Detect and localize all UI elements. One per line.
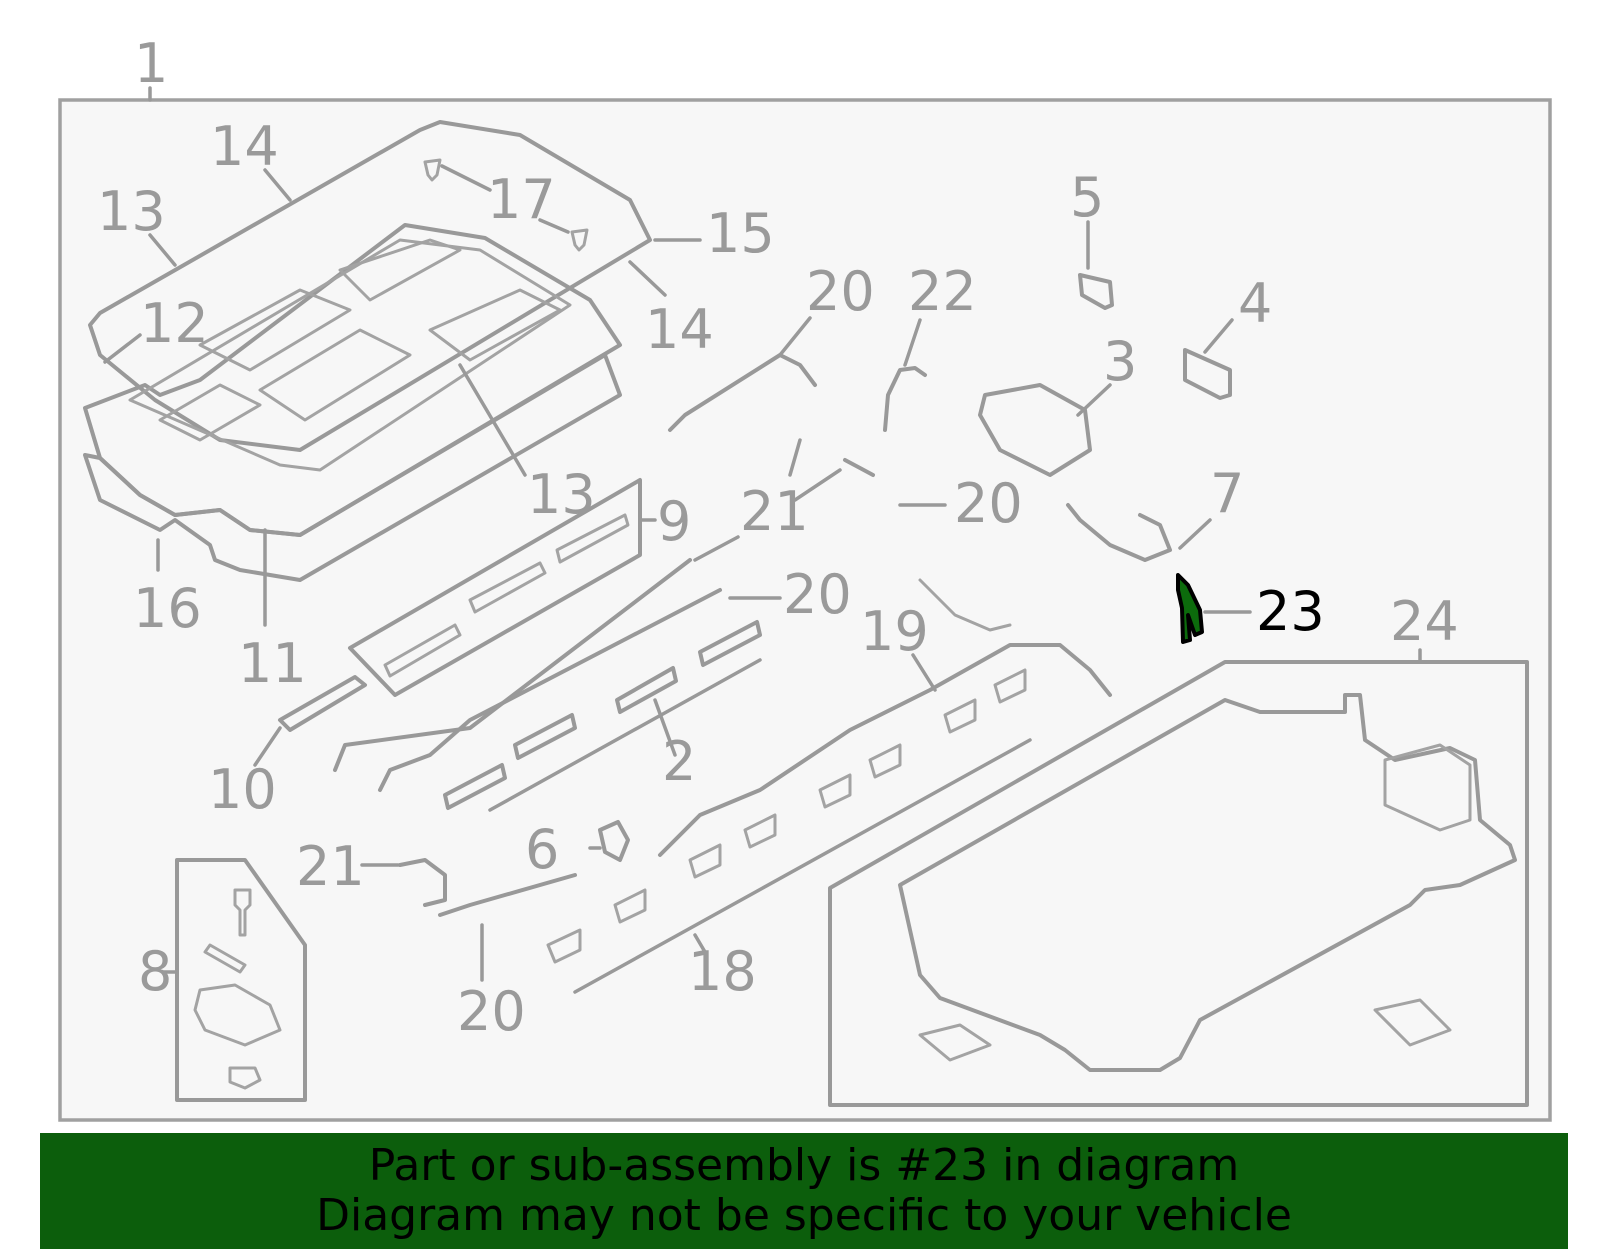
clip-17 xyxy=(423,158,589,252)
callout-21-left: 21 xyxy=(296,835,365,898)
callout-1: 1 xyxy=(134,32,168,95)
callout-20-bottom: 20 xyxy=(457,980,526,1043)
lower-tray xyxy=(83,353,622,582)
callout-18: 18 xyxy=(688,940,757,1003)
part-10 xyxy=(278,675,367,732)
box-8 xyxy=(175,858,307,1102)
callout-24: 24 xyxy=(1390,590,1459,653)
callout-10: 10 xyxy=(208,758,277,821)
lower-case xyxy=(898,693,1517,1072)
callout-19: 19 xyxy=(860,600,929,663)
callout-11: 11 xyxy=(238,632,307,695)
part-7 xyxy=(1066,503,1172,562)
part-21 xyxy=(843,458,875,477)
callout-21-mid: 21 xyxy=(740,480,809,543)
callout-22: 22 xyxy=(908,260,977,323)
callout-16: 16 xyxy=(133,577,202,640)
cover-seal xyxy=(88,120,652,452)
part-4 xyxy=(1183,348,1232,400)
callout-20-right: 20 xyxy=(954,472,1023,535)
callout-4: 4 xyxy=(1238,272,1272,335)
callout-3: 3 xyxy=(1103,330,1137,393)
box-24 xyxy=(828,660,1529,1107)
callout-14-top: 14 xyxy=(210,115,279,178)
callout-20-top: 20 xyxy=(806,260,875,323)
banner-line-1: Part or sub-assembly is #23 in diagram xyxy=(368,1140,1240,1191)
callout-8: 8 xyxy=(138,940,172,1003)
callout-6: 6 xyxy=(525,818,559,881)
info-banner: Part or sub-assembly is #23 in diagram D… xyxy=(40,1133,1568,1249)
callout-13-mid: 13 xyxy=(527,463,596,526)
modules-18 xyxy=(546,668,1032,994)
part-22 xyxy=(883,366,927,432)
banner-line-2: Diagram may not be specific to your vehi… xyxy=(316,1190,1292,1241)
callout-15: 15 xyxy=(706,202,775,265)
callout-7: 7 xyxy=(1210,462,1244,525)
part-5 xyxy=(1078,273,1114,310)
main-frame xyxy=(58,98,1552,1122)
upper-tray xyxy=(83,223,622,537)
harness-19 xyxy=(658,578,1112,857)
callout-14-right: 14 xyxy=(645,298,714,361)
callout-20-mid: 20 xyxy=(783,563,852,626)
callout-13-top: 13 xyxy=(97,180,166,243)
callout-17: 17 xyxy=(487,168,556,231)
box-8-contents xyxy=(193,888,282,1090)
callout-23: 23 xyxy=(1256,580,1325,643)
module-covers xyxy=(348,478,642,697)
part-6 xyxy=(598,820,630,862)
junction-box xyxy=(978,383,1092,477)
part-23-highlight xyxy=(1176,573,1204,644)
part-21-b xyxy=(398,858,447,907)
leader-lines xyxy=(103,164,1422,982)
callout-9: 9 xyxy=(657,490,691,553)
callout-2: 2 xyxy=(662,730,696,793)
cell-modules xyxy=(443,620,762,812)
callout-12: 12 xyxy=(140,292,209,355)
callout-5: 5 xyxy=(1070,166,1104,229)
